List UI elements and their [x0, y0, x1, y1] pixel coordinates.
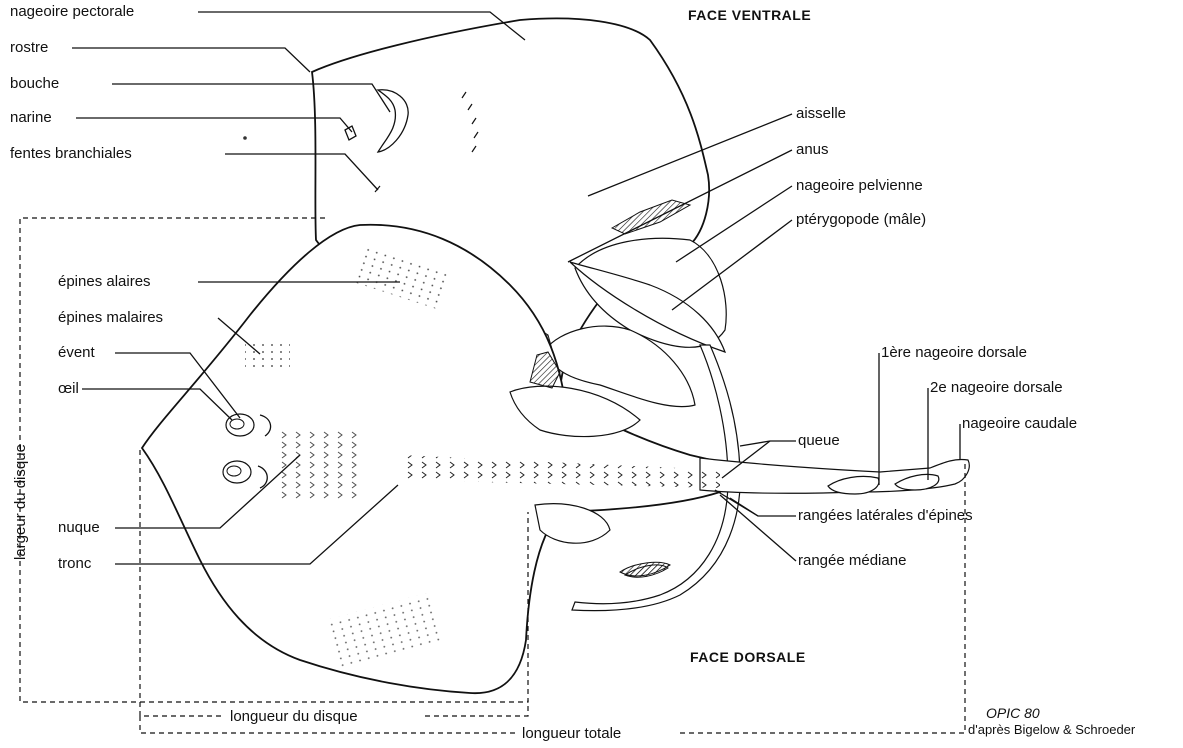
label-epines-malaires: épines malaires	[58, 309, 163, 326]
label-narine: narine	[10, 109, 52, 126]
label-nageoire-pectorale: nageoire pectorale	[10, 3, 134, 20]
label-tronc: tronc	[58, 555, 92, 572]
label-deuxieme-dorsale: 2e nageoire dorsale	[930, 379, 1063, 396]
label-anus: anus	[796, 141, 829, 158]
ventral-dot	[243, 136, 247, 140]
label-rangee-mediane: rangée médiane	[798, 552, 906, 569]
nuchal-spines	[280, 430, 360, 500]
title-dorsal: FACE DORSALE	[690, 649, 806, 665]
label-longueur-totale: longueur totale	[522, 725, 621, 742]
label-aisselle: aisselle	[796, 105, 846, 122]
label-premiere-dorsale: 1ère nageoire dorsale	[881, 344, 1027, 361]
label-rostre: rostre	[10, 39, 48, 56]
label-fentes-branchiales: fentes branchiales	[10, 145, 132, 162]
label-largeur-disque: largeur du disque	[12, 444, 29, 560]
dorsal-hatch-fin	[620, 562, 670, 576]
source-credit: d'après Bigelow & Schroeder	[968, 722, 1136, 737]
label-nuque: nuque	[58, 519, 100, 536]
label-queue: queue	[798, 432, 840, 449]
label-bouche: bouche	[10, 75, 59, 92]
label-pterygopode: ptérygopode (mâle)	[796, 211, 926, 228]
title-ventral: FACE VENTRALE	[688, 7, 811, 23]
signature: OPIC 80	[986, 705, 1040, 721]
credits: OPIC 80 d'après Bigelow & Schroeder	[968, 705, 1136, 737]
label-event: évent	[58, 344, 96, 361]
label-rangees-laterales: rangées latérales d'épines	[798, 507, 973, 524]
pupil-upper	[230, 419, 244, 429]
label-caudale: nageoire caudale	[962, 415, 1077, 432]
label-epines-alaires: épines alaires	[58, 273, 151, 290]
malar-spine-patch	[245, 340, 290, 370]
pupil-lower	[227, 466, 241, 476]
label-nageoire-pelvienne: nageoire pelvienne	[796, 177, 923, 194]
label-oeil: œil	[58, 380, 79, 397]
label-longueur-disque: longueur du disque	[230, 708, 358, 725]
